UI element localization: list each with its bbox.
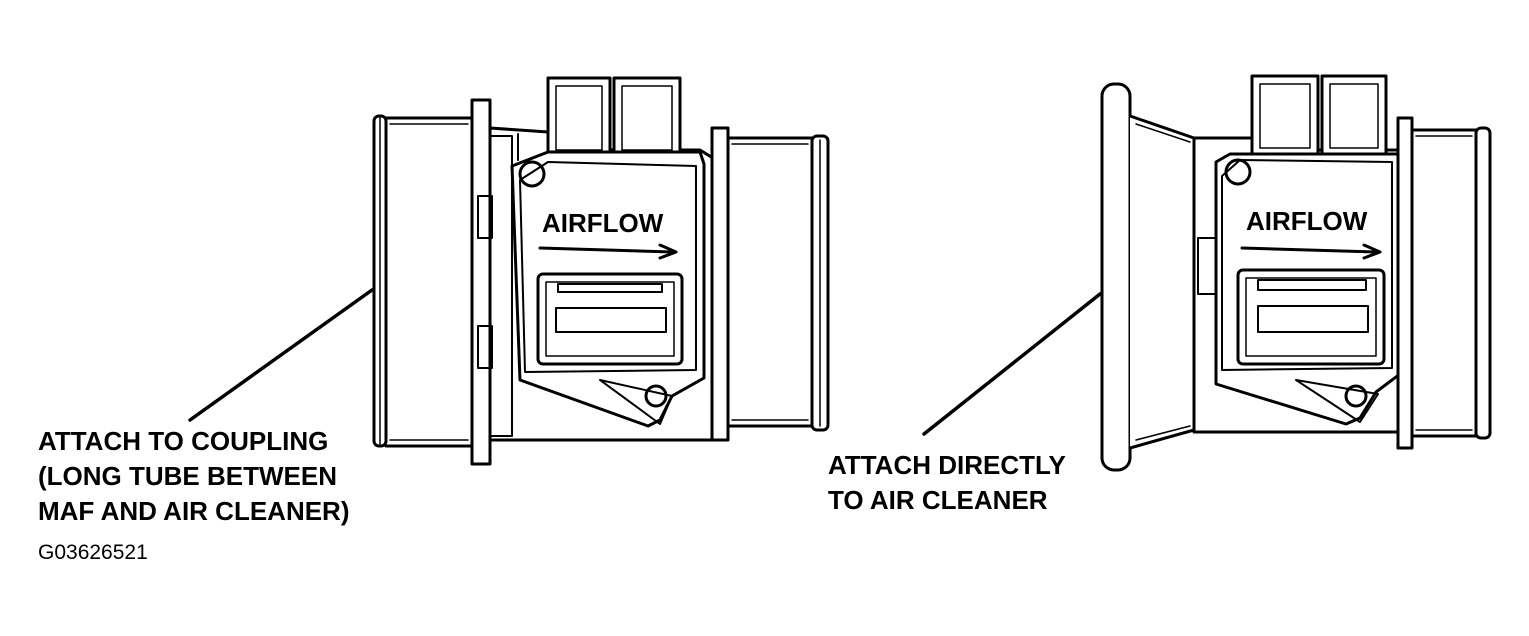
left-connector-b bbox=[612, 76, 682, 160]
right-maf-sensor bbox=[1100, 74, 1492, 472]
left-mounting-plate bbox=[470, 98, 492, 466]
left-airflow-label: AIRFLOW bbox=[542, 208, 664, 238]
right-bell-flange bbox=[1100, 82, 1132, 472]
right-callout-line-1: ATTACH DIRECTLY bbox=[828, 450, 1066, 480]
right-sensor-window bbox=[1236, 268, 1386, 366]
left-callout-line-3: MAF AND AIR CLEANER) bbox=[38, 496, 350, 526]
right-bell-taper bbox=[1128, 114, 1196, 450]
left-screw-top bbox=[518, 160, 546, 188]
right-leader-line bbox=[922, 292, 1102, 436]
right-screw-top bbox=[1224, 158, 1252, 186]
left-leader-line bbox=[188, 288, 374, 422]
right-airflow-label: AIRFLOW bbox=[1246, 206, 1368, 236]
right-outlet-tube bbox=[1410, 128, 1478, 438]
right-screw-bottom bbox=[1344, 384, 1368, 408]
left-connector-a bbox=[546, 76, 612, 160]
left-airflow-arrow bbox=[538, 246, 674, 254]
right-outlet-flange bbox=[1396, 116, 1414, 450]
right-airflow-arrow bbox=[1240, 246, 1378, 254]
figure-code: G03626521 bbox=[38, 541, 148, 564]
right-callout-line-2: TO AIR CLEANER bbox=[828, 485, 1048, 515]
left-callout: ATTACH TO COUPLING (LONG TUBE BETWEEN MA… bbox=[38, 424, 350, 529]
left-sensor-window bbox=[536, 272, 684, 366]
left-callout-line-2: (LONG TUBE BETWEEN bbox=[38, 461, 337, 491]
left-callout-line-1: ATTACH TO COUPLING bbox=[38, 426, 329, 456]
left-screw-bottom bbox=[644, 384, 668, 408]
right-outlet-rim bbox=[1474, 126, 1492, 440]
left-outlet-tube bbox=[726, 136, 814, 428]
left-inlet-tube bbox=[384, 116, 474, 448]
right-callout: ATTACH DIRECTLY TO AIR CLEANER bbox=[828, 448, 1066, 518]
right-connector-b bbox=[1320, 74, 1388, 158]
left-maf-sensor bbox=[372, 76, 830, 466]
left-outlet-flange bbox=[710, 126, 730, 442]
left-sensor-module bbox=[510, 150, 706, 428]
right-connector-a bbox=[1250, 74, 1320, 158]
